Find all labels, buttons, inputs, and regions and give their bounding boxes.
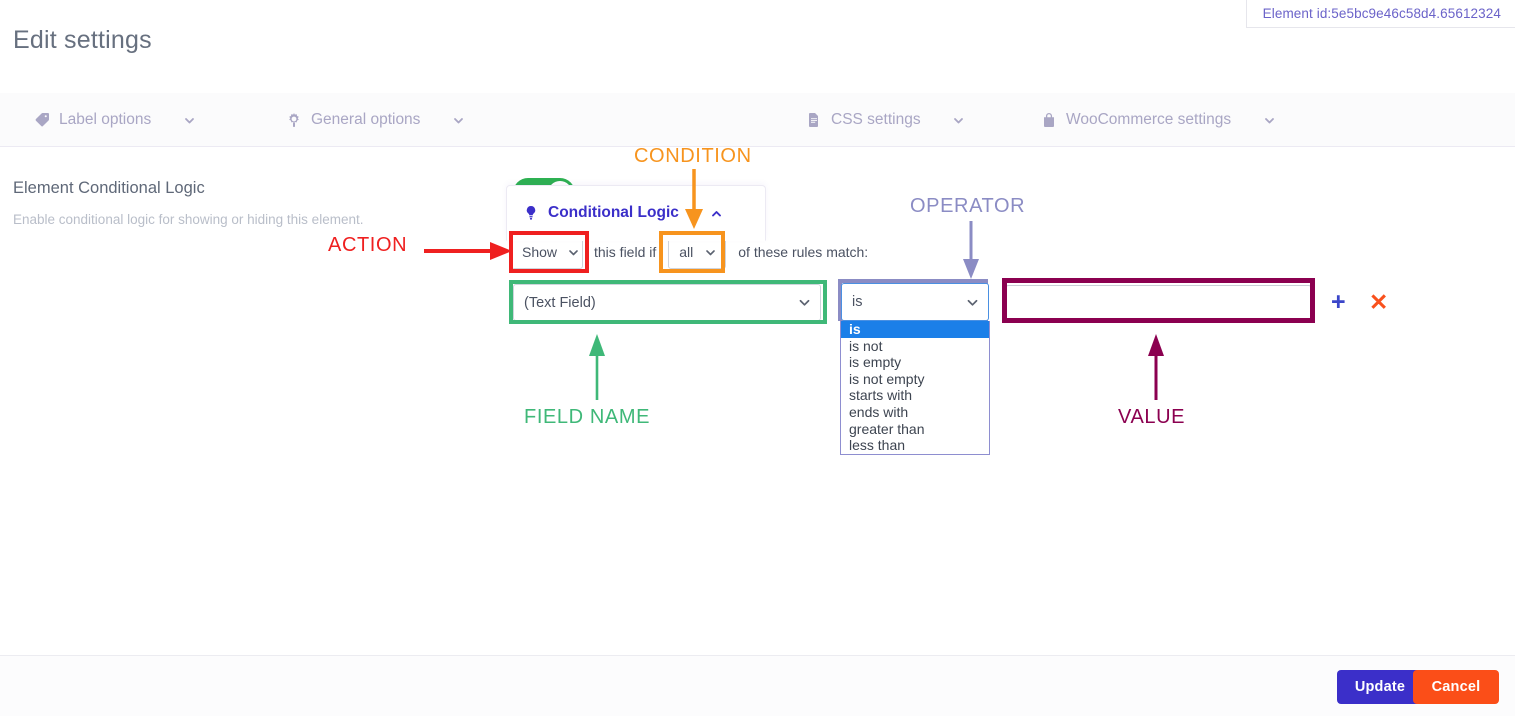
tab-bar: Label options General options Conditiona… — [0, 93, 1515, 241]
operator-option[interactable]: is not empty — [849, 370, 925, 387]
conditional-logic-heading: Element Conditional Logic — [13, 179, 205, 197]
chevron-down-icon[interactable] — [451, 113, 465, 127]
annotation-label-operator: OPERATOR — [910, 195, 1026, 217]
chevron-down-icon — [965, 295, 980, 310]
tab-label-options[interactable]: Label options — [18, 93, 248, 147]
operator-option[interactable]: ends with — [849, 403, 909, 420]
bag-icon — [1041, 112, 1057, 128]
tab-label: General options — [311, 111, 421, 128]
cancel-button[interactable]: Cancel — [1413, 670, 1499, 704]
chevron-down-icon[interactable] — [952, 113, 966, 127]
operator-option[interactable]: less than — [849, 437, 906, 454]
tab-css-settings[interactable]: CSS settings — [790, 93, 1015, 147]
operator-option[interactable]: is empty — [849, 354, 902, 371]
tab-woocommerce-settings[interactable]: WooCommerce settings — [1025, 93, 1315, 147]
gear-icon — [286, 112, 302, 128]
footer-bar: Update Cancel — [0, 655, 1515, 716]
annotation-label-action: ACTION — [328, 234, 408, 256]
field-name-select[interactable]: (Text Field) — [513, 284, 821, 321]
page-title: Edit settings — [13, 26, 152, 54]
field-name-value: (Text Field) — [524, 294, 596, 311]
text-after-action: this field if — [594, 244, 657, 260]
operator-option[interactable]: is — [841, 321, 989, 338]
lightbulb-icon — [523, 205, 539, 221]
tab-label: Conditional Logic — [548, 204, 679, 221]
annotation-arrow-field-name — [589, 334, 605, 400]
update-button[interactable]: Update — [1337, 670, 1423, 704]
text-after-condition: of these rules match: — [738, 244, 869, 260]
chevron-down-icon — [797, 295, 812, 310]
tab-label: CSS settings — [831, 111, 921, 128]
chevron-down-icon — [704, 246, 717, 259]
annotation-label-condition: CONDITION — [634, 145, 752, 167]
operator-select[interactable]: is — [841, 283, 989, 321]
close-icon[interactable]: ✕ — [1369, 289, 1389, 315]
conditional-logic-description: Enable conditional logic for showing or … — [13, 212, 364, 227]
tab-general-options[interactable]: General options — [270, 93, 500, 147]
value-input[interactable] — [1006, 285, 1311, 320]
tab-label: WooCommerce settings — [1066, 111, 1232, 128]
annotation-label-field-name: FIELD NAME — [524, 406, 651, 428]
tag-icon — [34, 112, 50, 128]
chevron-up-icon[interactable] — [710, 206, 724, 220]
chevron-down-icon[interactable] — [1262, 113, 1276, 127]
condition-select-value: all — [679, 244, 694, 260]
plus-icon[interactable]: + — [1331, 288, 1346, 316]
annotation-arrow-value — [1148, 334, 1164, 400]
chevron-down-icon[interactable] — [182, 113, 196, 127]
tab-label: Label options — [59, 111, 152, 128]
chevron-down-icon — [567, 246, 580, 259]
element-id-badge: Element id:5e5bc9e46c58d4.65612324 — [1245, 0, 1515, 28]
operator-option[interactable]: is not — [849, 337, 883, 354]
annotation-arrow-operator — [963, 221, 979, 279]
action-select-value: Show — [522, 244, 558, 260]
annotation-arrow-action — [424, 242, 512, 260]
operator-option[interactable]: greater than — [849, 420, 925, 437]
tab-conditional-logic[interactable]: Conditional Logic — [506, 185, 766, 241]
operator-option[interactable]: starts with — [849, 387, 913, 404]
operator-value: is — [852, 294, 863, 310]
annotation-label-value: VALUE — [1118, 406, 1186, 428]
document-icon — [806, 112, 822, 128]
